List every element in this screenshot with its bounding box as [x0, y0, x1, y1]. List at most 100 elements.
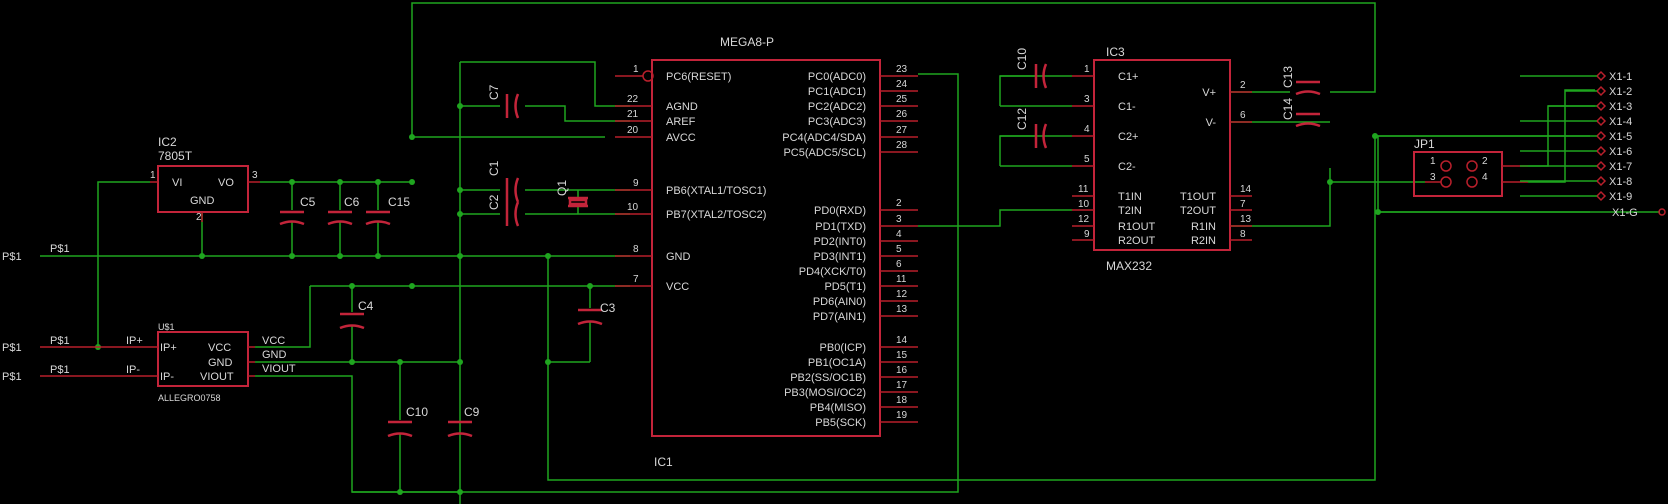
ic1-value: MEGA8-P — [720, 35, 774, 49]
capacitor-label: C9 — [464, 405, 480, 419]
ic3-pin-num: 10 — [1078, 199, 1090, 210]
capacitor-label: C13 — [1281, 66, 1295, 88]
capacitors: C7 C1 C2 Q1 C5 C6 — [279, 48, 1321, 438]
ic1-left-pins: 1 22 21 20 9 10 8 7 PC6(RESET) AGND AREF… — [615, 64, 766, 293]
jp1-jumper[interactable]: JP1 1 2 3 4 — [1413, 137, 1528, 197]
ic1-pin-num: 22 — [627, 94, 639, 105]
ic1-pin-num: 20 — [627, 125, 639, 136]
connector-pin-label: X1-8 — [1609, 176, 1632, 188]
ic1-pin-num: 2 — [896, 198, 902, 209]
ic2-7805[interactable]: IC2 7805T 1 3 2 VI VO GND — [150, 135, 260, 223]
capacitor-label: C3 — [600, 301, 616, 315]
capacitor-label: C6 — [344, 195, 360, 209]
ic3-pin-num: 3 — [1084, 94, 1090, 105]
ic1-pin-label: PC0(ADC0) — [808, 71, 866, 83]
crystal-label: Q1 — [555, 180, 569, 196]
ic3-pin-num: 9 — [1084, 229, 1090, 240]
ic1-pin-num: 10 — [627, 202, 639, 213]
jp1-name: JP1 — [1414, 137, 1435, 151]
ic1-pin-num: 14 — [896, 335, 908, 346]
capacitor-c10[interactable]: C10 — [387, 405, 428, 438]
u1-outer-label: VIOUT — [262, 363, 296, 375]
ic2-value: 7805T — [158, 149, 193, 163]
ic1-mega8[interactable]: MEGA8-P IC1 1 22 21 20 9 10 8 7 PC6(RESE… — [615, 35, 918, 469]
ic1-name: IC1 — [654, 455, 673, 469]
capacitor-c7[interactable]: C7 — [487, 84, 520, 119]
ic3-max232[interactable]: IC3 MAX232 1 3 4 5 11 10 12 9 C1+ C1- C2… — [1072, 45, 1252, 273]
ic3-pin-label: R1OUT — [1118, 221, 1156, 233]
ic1-pin-num: 13 — [896, 304, 908, 315]
ic1-pin-label: PD3(INT1) — [813, 251, 866, 263]
capacitor-c6[interactable]: C6 — [327, 195, 360, 226]
ic3-pin-num: 4 — [1084, 124, 1090, 135]
ic1-pin-label: PB5(SCK) — [815, 417, 866, 429]
ic3-pin-num: 11 — [1078, 184, 1089, 195]
ic3-name: IC3 — [1106, 45, 1125, 59]
ic1-pin-num: 1 — [633, 64, 639, 75]
capacitor-c12[interactable]: C12 — [1000, 108, 1048, 149]
ic1-pin-label: VCC — [666, 281, 689, 293]
u1-outer-label: VCC — [262, 335, 285, 347]
ic1-pin-label: PD0(RXD) — [814, 205, 866, 217]
ic3-pin-label: T2OUT — [1180, 205, 1216, 217]
ic1-pin-num: 9 — [633, 178, 639, 189]
ic3-pin-label: R2OUT — [1118, 235, 1156, 247]
ic1-pin-label: AREF — [666, 116, 696, 128]
ic2-pin-num: 1 — [150, 170, 156, 181]
capacitor-c14[interactable]: C14 — [1281, 98, 1321, 128]
capacitor-c9[interactable]: C9 — [447, 405, 480, 438]
connector-pin-label: X1-5 — [1609, 131, 1632, 143]
power-label: P$1 — [2, 342, 22, 354]
ic3-pin-label: T2IN — [1118, 205, 1142, 217]
ic3-pin-num: 7 — [1240, 199, 1246, 210]
junctions — [95, 103, 1381, 495]
power-label: P$1 — [2, 251, 22, 263]
connector-pin-label: X1-3 — [1609, 101, 1632, 113]
ic1-pin-num: 8 — [633, 244, 639, 255]
capacitor-c1[interactable]: C1 — [487, 160, 520, 203]
power-label: P$1 — [50, 364, 70, 376]
u1-pin-label: VCC — [208, 342, 231, 354]
ic1-pin-num: 24 — [896, 79, 908, 90]
ic2-name: IC2 — [158, 135, 177, 149]
capacitor-c2[interactable]: C2 — [487, 194, 520, 227]
ic3-pin-label: C2+ — [1118, 131, 1139, 143]
capacitor-label: C7 — [487, 84, 501, 100]
capacitor-label: C12 — [1015, 108, 1029, 130]
ic1-pin-label: PC5(ADC5/SCL) — [783, 147, 866, 159]
u1-pin-label: VIOUT — [200, 371, 234, 383]
ic1-pin-label: PB1(OC1A) — [808, 357, 866, 369]
ic1-pin-num: 5 — [896, 244, 902, 255]
ic1-pin-label: PB7(XTAL2/TOSC2) — [666, 209, 766, 221]
u1-pin-label: IP- — [160, 371, 174, 383]
ic1-pin-label: PD7(AIN1) — [813, 311, 866, 323]
capacitor-c13[interactable]: C13 — [1281, 66, 1321, 96]
capacitor-c15[interactable]: C15 — [365, 195, 410, 226]
power-label: P$1 — [50, 335, 70, 347]
capacitor-c5[interactable]: C5 — [279, 195, 316, 226]
ic3-pin-num: 6 — [1240, 110, 1246, 121]
ic2-pin-label: GND — [190, 195, 215, 207]
capacitor-c4[interactable]: C4 — [339, 299, 374, 330]
ic3-pin-label: R1IN — [1191, 221, 1216, 233]
u1-pin-label: IP+ — [160, 342, 177, 354]
capacitor-c3[interactable]: C3 — [577, 301, 616, 326]
ic1-pin-num: 17 — [896, 380, 908, 391]
connector-x1[interactable]: X1-1 X1-2 X1-3 X1-4 X1-5 X1-6 X1-7 X1-8 … — [1375, 70, 1666, 219]
ic1-pin-label: PD6(AIN0) — [813, 296, 866, 308]
connector-pin-label: X1-1 — [1609, 71, 1632, 83]
capacitor-label: C5 — [300, 195, 316, 209]
capacitor-c11[interactable]: C10 — [1000, 48, 1048, 89]
ic3-pin-label: C1+ — [1118, 71, 1139, 83]
capacitor-label: C10 — [1015, 48, 1029, 70]
capacitor-label: C14 — [1281, 98, 1295, 120]
u1-allegro[interactable]: U$1 ALLEGRO0758 IP+ IP- VCC GND VIOUT IP… — [40, 322, 296, 403]
ic3-pin-label: C2- — [1118, 161, 1136, 173]
jp1-pin: 1 — [1430, 156, 1436, 167]
ic3-pin-num: 13 — [1240, 214, 1252, 225]
ic3-pin-num: 5 — [1084, 154, 1090, 165]
ic1-pin-num: 26 — [896, 109, 908, 120]
connector-pin-label: X1-9 — [1609, 191, 1632, 203]
crystal-q1[interactable]: Q1 — [555, 180, 588, 208]
capacitor-label: C1 — [487, 160, 501, 176]
